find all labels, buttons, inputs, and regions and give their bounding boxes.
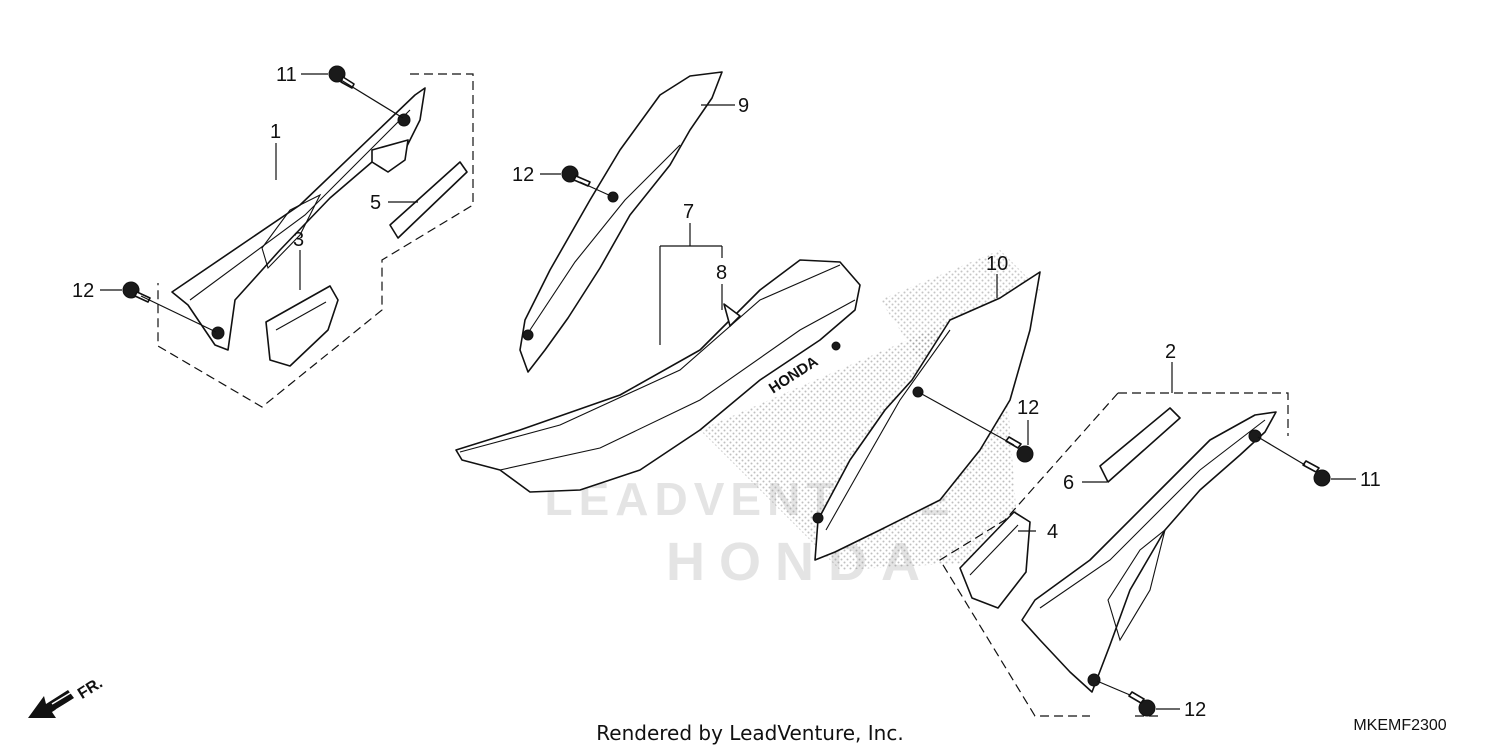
callout-6: 6 (1063, 472, 1074, 494)
seat (455, 259, 861, 493)
callout-12-upper: 12 (512, 164, 534, 186)
bolt-12-upper (561, 165, 591, 187)
callout-7: 7 (683, 201, 694, 223)
callout-12-panel: 12 (1017, 397, 1039, 419)
callout-11-left: 11 (276, 64, 297, 86)
callout-8: 8 (716, 262, 727, 284)
bolt-11-left (328, 65, 355, 89)
right-side-cover-group (939, 392, 1331, 717)
emblem-right (959, 511, 1031, 609)
side-panel (814, 271, 1041, 561)
callout-9: 9 (738, 95, 749, 117)
left-side-cover-group (122, 65, 474, 408)
group-2-outline (1118, 392, 1289, 436)
side-cover-right (1021, 411, 1277, 693)
leader-lines (100, 73, 1356, 710)
strip-left (389, 161, 468, 239)
callout-5: 5 (370, 192, 381, 214)
callout-11-right: 11 (1360, 469, 1381, 491)
bolt-11-right (1302, 460, 1331, 487)
callout-3: 3 (293, 229, 304, 251)
front-label: FR. (75, 675, 106, 703)
side-panel-group (812, 271, 1041, 561)
group-1-outline (157, 73, 474, 408)
upper-cover-group (519, 71, 723, 373)
side-cover-left (171, 87, 426, 351)
emblem-left (265, 285, 339, 367)
bolt-12-left (122, 281, 151, 303)
diagram-code: MKEMF2300 (1353, 717, 1446, 734)
upper-cover (519, 71, 723, 373)
bolt-12-panel (1005, 436, 1034, 463)
callout-labels: 1 2 3 4 5 6 7 8 9 10 11 11 12 12 12 12 (72, 64, 1381, 721)
callout-1: 1 (270, 121, 281, 143)
callout-4: 4 (1047, 521, 1058, 543)
front-direction-indicator: FR. (28, 675, 106, 718)
seat-badge (723, 303, 741, 327)
callout-10: 10 (986, 253, 1008, 275)
bolt-12-right (1128, 691, 1156, 717)
callout-12-left: 12 (72, 280, 94, 302)
strip-right (1099, 407, 1181, 483)
footer-credit: Rendered by LeadVenture, Inc. (596, 721, 903, 745)
callout-12-right: 12 (1184, 699, 1206, 721)
callout-2: 2 (1165, 341, 1176, 363)
